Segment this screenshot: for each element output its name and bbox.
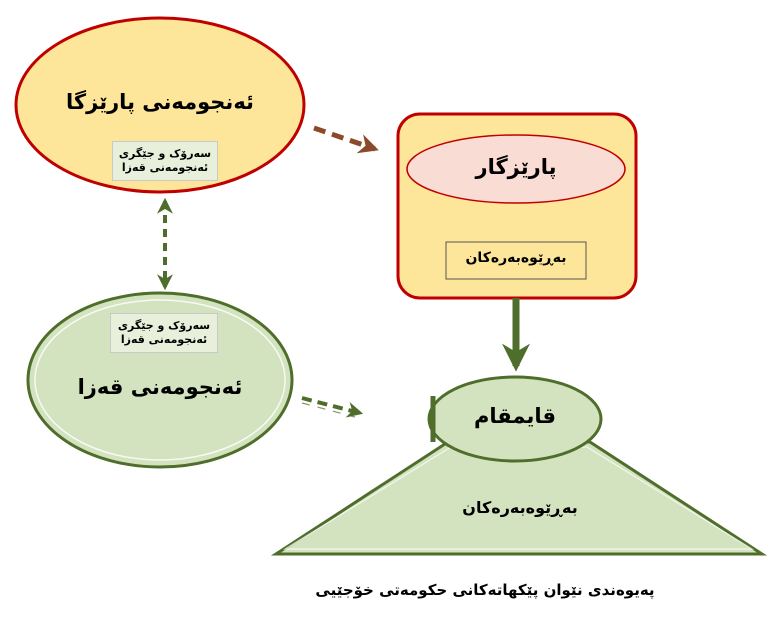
governor-title-ellipse bbox=[406, 134, 626, 204]
governor-directors-label: بەڕێوەبەرەکان bbox=[465, 250, 567, 266]
district-mayor-shape bbox=[427, 375, 603, 463]
provincial-council-subtitle-box: سەرۆک و جێگری ئەنجومەنی قەزا bbox=[112, 141, 218, 181]
district-council-subtitle-box: سەرۆک و جێگری ئەنجومەنی قەزا bbox=[110, 313, 218, 353]
district-directors-inner bbox=[282, 446, 755, 550]
district-council-title: ئەنجومەنی قەزا bbox=[77, 375, 243, 399]
district-council-shape bbox=[26, 291, 294, 469]
diagram-caption: پەیوەندی نێوان پێکهاتەکانی حکومەتی خۆجێی… bbox=[315, 581, 655, 599]
district-directors-title: بەڕێوەبەرەکان bbox=[462, 498, 578, 517]
district-directors-shape bbox=[270, 440, 768, 556]
arrow-district-council-to-district-mayor bbox=[301, 396, 364, 418]
governor-directors-box bbox=[445, 241, 587, 280]
provincial-council-title: ئەنجومەنی پارێزگا bbox=[66, 90, 254, 114]
governor-title: پارێزگار bbox=[475, 155, 557, 179]
provincial-council-shape bbox=[14, 16, 306, 194]
district-mayor-title: قایمقام bbox=[474, 404, 556, 428]
district-council-inner-ring bbox=[34, 299, 286, 461]
arrow-provincial-council-to-governor bbox=[313, 125, 379, 154]
arrow-district-council-to-district-mayor-shadow bbox=[301, 402, 356, 418]
